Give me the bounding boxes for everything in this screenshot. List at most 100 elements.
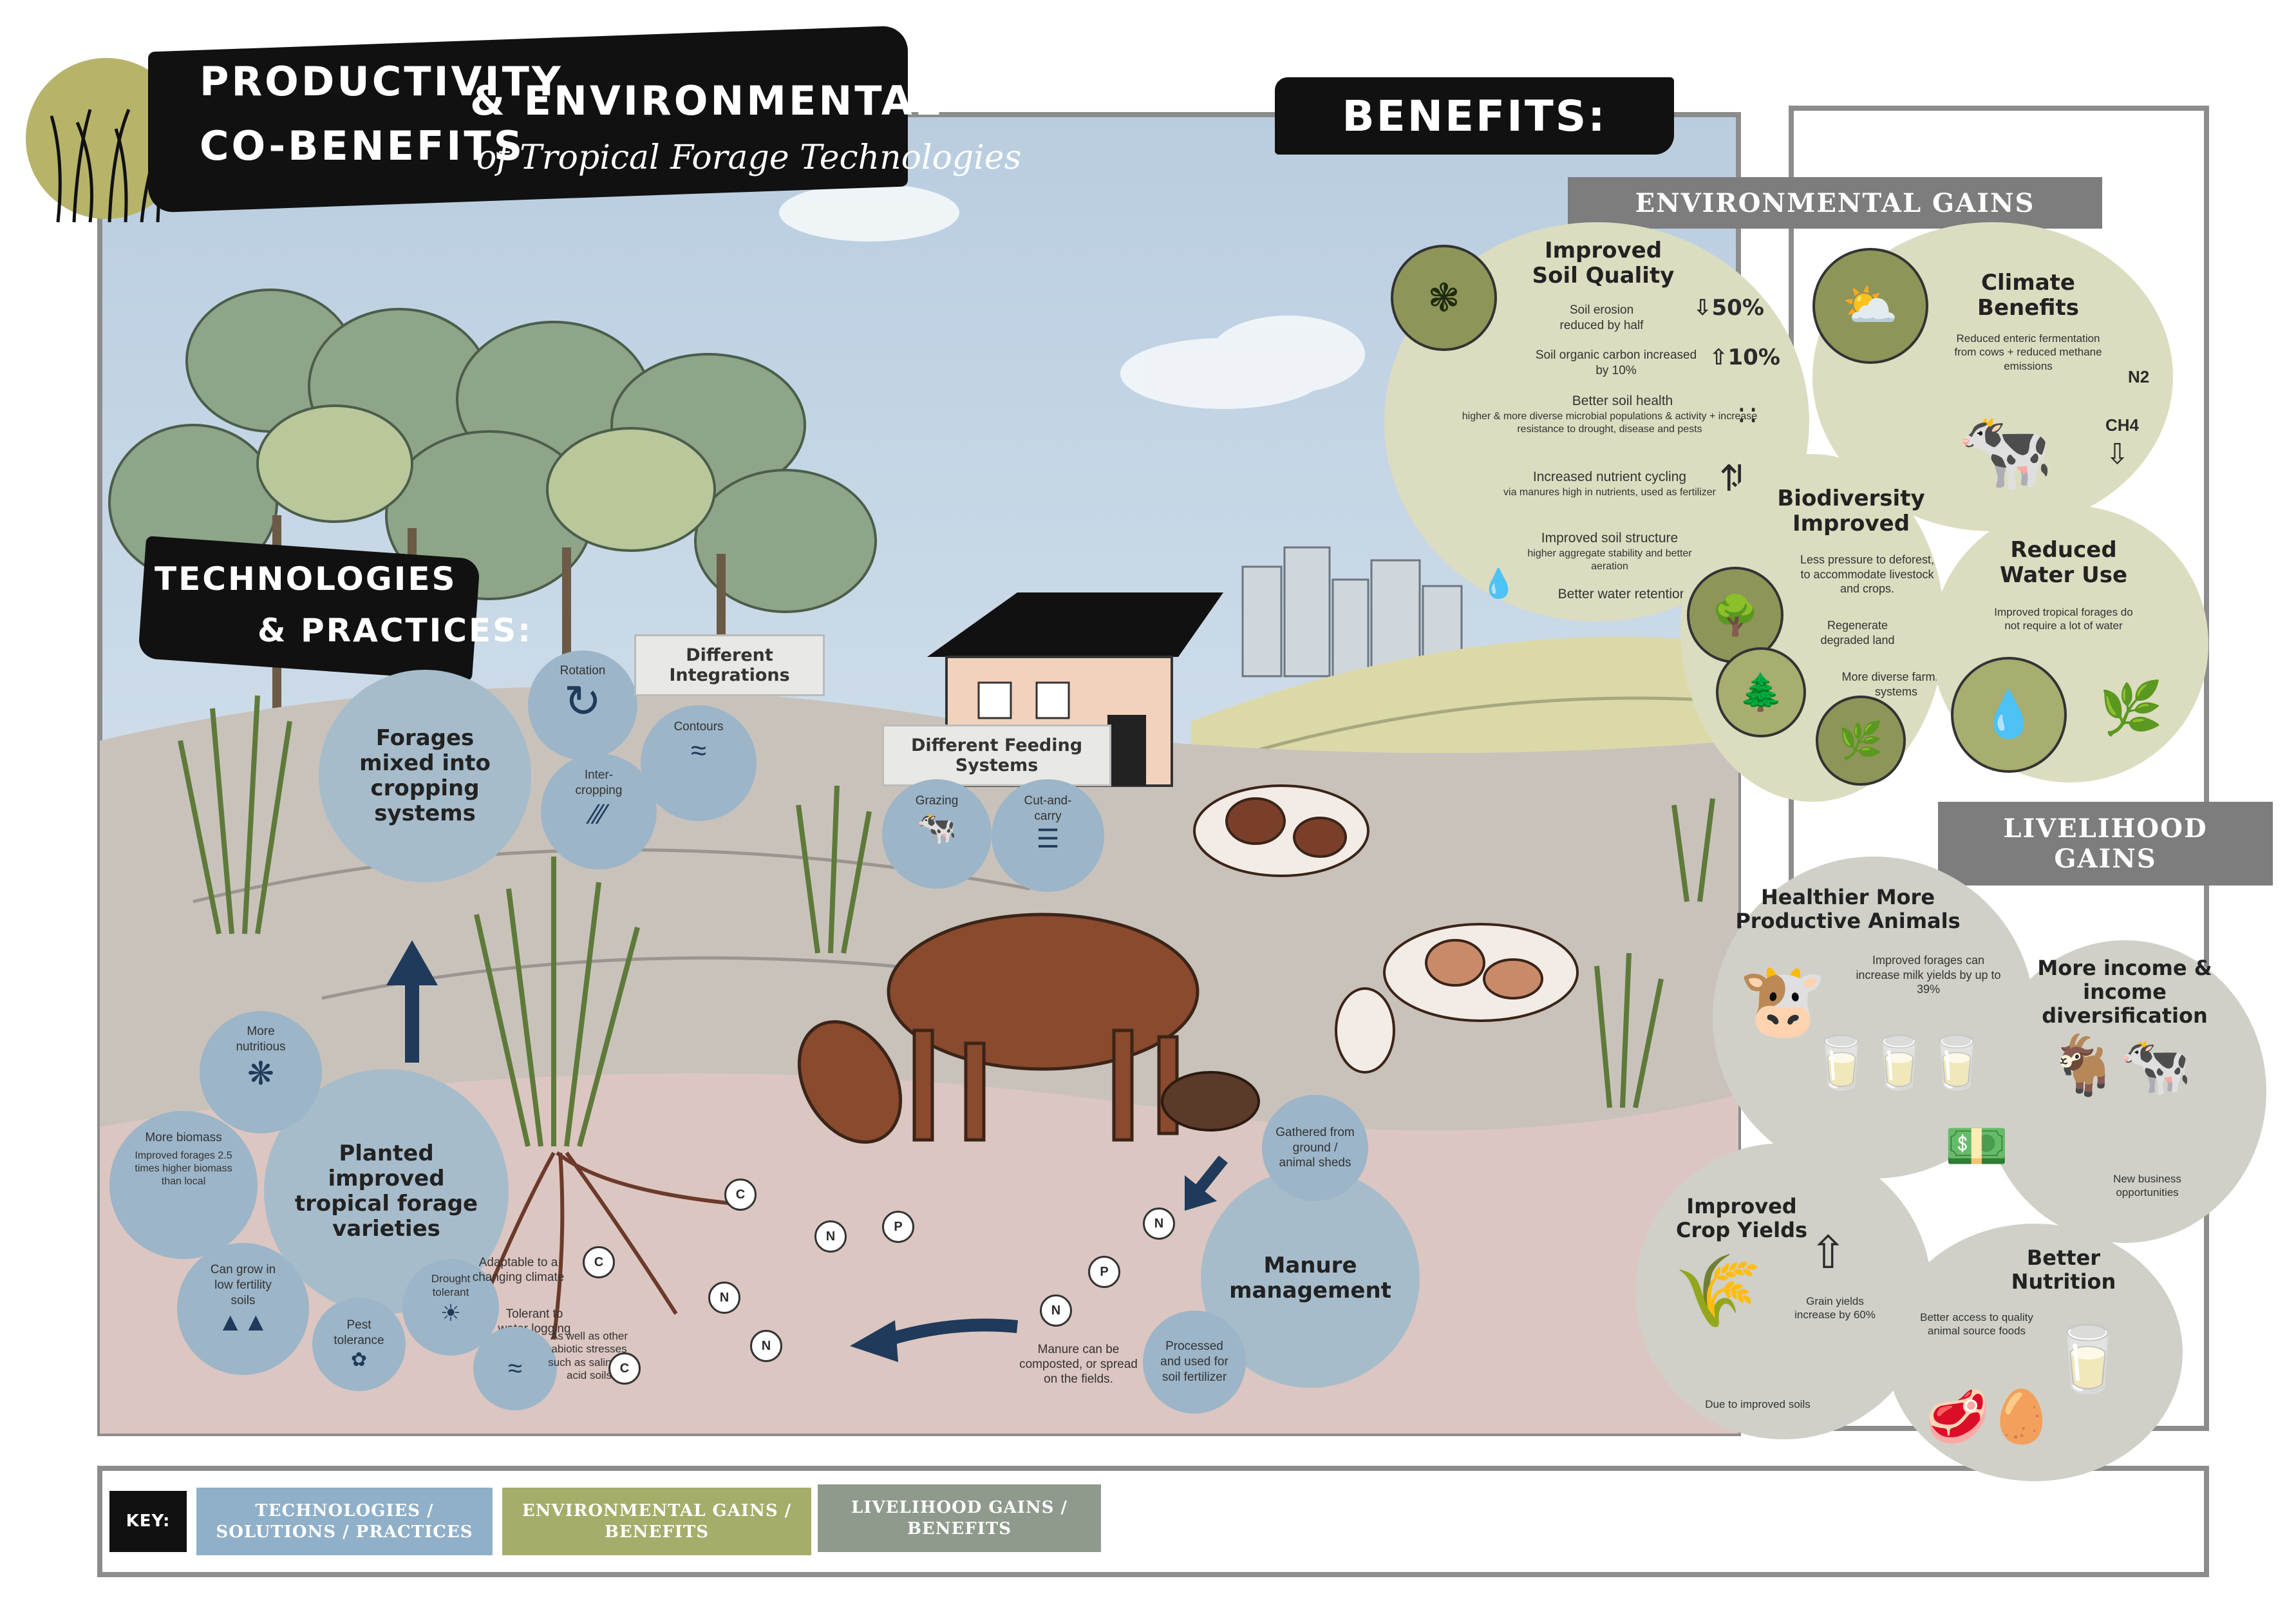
different-integrations-tag: Different Integrations: [634, 634, 825, 696]
nutrient-c: C: [724, 1179, 757, 1211]
forages-mixed-title: Forages mixed into cropping systems: [359, 725, 491, 827]
nutrient-n: N: [708, 1282, 740, 1314]
key-label: KEY:: [109, 1491, 187, 1552]
low-fertility-circle: Can grow in low fertility soils ▲▲: [177, 1243, 309, 1375]
abiotic-label: As well as other abiotic stresses such a…: [548, 1330, 630, 1382]
regenerate-land-icon: 🌲: [1716, 647, 1806, 737]
processed-circle: Processed and used for soil fertilizer: [1143, 1311, 1246, 1414]
soil-health-desc: higher & more diverse microbial populati…: [1462, 411, 1758, 435]
grass-sprout-icon: ▲▲: [217, 1308, 269, 1337]
productive-animals-desc: Improved forages can increase milk yield…: [1856, 954, 2001, 996]
key-tech: TECHNOLOGIES / SOLUTIONS / PRACTICES: [196, 1488, 493, 1555]
nutrient-cycling-desc: via manures high in nutrients, used as f…: [1503, 487, 1716, 498]
biodiversity-title: Biodiversity Improved: [1777, 486, 1925, 537]
wheat-icon: 🌾: [1674, 1251, 1762, 1331]
climate-desc: Reduced enteric fermentation from cows +…: [1954, 332, 2102, 372]
key-env: ENVIRONMENTAL GAINS / BENEFITS: [502, 1488, 811, 1555]
goats-cow-icon: 🐐🐄: [2047, 1034, 2192, 1098]
tech-banner-line1: TECHNOLOGIES: [155, 560, 457, 598]
n2-label: N2: [2128, 367, 2150, 386]
contours-icon: ≈: [690, 734, 707, 766]
nutrient-p: P: [882, 1211, 914, 1243]
soil-erosion-value: ⇩50%: [1693, 295, 1764, 321]
manure-title: Manure management: [1229, 1252, 1391, 1303]
income-desc: New business opportunities: [2113, 1173, 2181, 1199]
tech-banner: [138, 536, 480, 681]
title-amp: & ENVIRONMENTAL: [470, 77, 943, 124]
soil-roots-icon: ❃: [1391, 245, 1497, 351]
nutrient-n: N: [814, 1220, 847, 1253]
milk-jugs-icon: 🥛🥛🥛: [1809, 1034, 1989, 1091]
bug-icon: ✿: [350, 1349, 368, 1370]
water-wave-icon: ≈: [508, 1354, 522, 1383]
climate-title: Climate Benefits: [1977, 270, 2079, 321]
nutrition-desc: Better access to quality animal source f…: [1920, 1311, 2033, 1338]
nutrient-p: P: [1088, 1256, 1120, 1288]
waterlogging-circle: ≈: [473, 1327, 557, 1410]
livelihood-gains-header: LIVELIHOOD GAINS: [1938, 802, 2273, 886]
composted-label: Manure can be composted, or spread on th…: [1019, 1343, 1138, 1386]
nutrient-n: N: [750, 1330, 782, 1362]
soil-structure-desc: higher aggregate stability and better ae…: [1527, 548, 1692, 572]
money-stack-icon: 💵: [1944, 1117, 2009, 1175]
livelihood-gains-header-text: LIVELIHOOD GAINS: [2003, 813, 2208, 874]
intercropping-circle: Inter-cropping ∕∕∕: [541, 753, 657, 869]
nutrient-n: N: [1143, 1208, 1175, 1240]
title-line1: PRODUCTIVITY: [200, 58, 563, 105]
meat-eggs-icon: 🥩🥚: [1925, 1388, 2054, 1445]
soil-health-title: Better soil health: [1572, 393, 1673, 408]
nutrient-cycling-title: Increased nutrient cycling: [1532, 469, 1687, 484]
forages-mixed-circle: Forages mixed into cropping systems: [319, 670, 531, 882]
more-biomass-circle: More biomass Improved forages 2.5 times …: [109, 1111, 258, 1259]
soil-quality-title: Improved Soil Quality: [1532, 238, 1675, 289]
adaptable-label: Adaptable to a changing climate: [472, 1256, 565, 1284]
gathered-label: Gathered from ground / animal sheds: [1275, 1125, 1355, 1170]
planted-forage-title: Planted improved tropical forage varieti…: [294, 1140, 478, 1242]
productive-animals-circle: [1713, 857, 2035, 1179]
farming-systems-icon: 🌿: [1816, 696, 1906, 786]
nutritious-grass-icon: ❋: [247, 1055, 274, 1092]
tech-banner-line2: & PRACTICES:: [258, 612, 533, 649]
environmental-gains-header: ENVIRONMENTAL GAINS: [1568, 177, 2102, 229]
more-biomass-label: More biomass: [145, 1131, 222, 1144]
water-drop-icon: 💧: [1481, 568, 1516, 600]
nutrient-c: C: [608, 1352, 641, 1385]
crop-yields-title: Improved Crop Yields: [1675, 1194, 1808, 1242]
intercropping-icon: ∕∕∕: [591, 798, 607, 830]
nutrition-title: Better Nutrition: [2011, 1246, 2116, 1294]
climate-sun-cloud-icon: ⛅: [1812, 248, 1928, 364]
soil-structure-title: Improved soil structure: [1541, 531, 1679, 545]
grazing-circle: Grazing 🐄: [882, 779, 992, 889]
more-nutritious-label: More nutritious: [236, 1025, 286, 1054]
nutrition-circle: [1887, 1224, 2183, 1481]
contours-label: Contours: [673, 720, 724, 734]
soil-carbon-value: ⇧10%: [1709, 345, 1780, 370]
water-drops-icon: 💧: [1951, 657, 2067, 773]
biodiversity-p3: More diverse farming systems: [1841, 670, 1951, 698]
benefits-banner-text: BENEFITS:: [1342, 91, 1607, 141]
processed-label: Processed and used for soil fertilizer: [1160, 1340, 1228, 1384]
crop-yields-due: Due to improved soils: [1705, 1398, 1811, 1410]
water-use-title: Reduced Water Use: [1999, 537, 2128, 589]
water-retention-text: Better water retention: [1557, 587, 1688, 602]
gathered-circle: Gathered from ground / animal sheds: [1262, 1095, 1368, 1201]
nutrient-c: C: [583, 1246, 615, 1278]
income-title: More income & income diversification: [2037, 956, 2212, 1028]
drought-tolerant-label: Drought tolerant: [431, 1273, 471, 1299]
cow-icon: 🐄: [1957, 408, 2054, 494]
grazing-label: Grazing: [915, 794, 959, 808]
title-line3: of Tropical Forage Technologies: [476, 138, 1022, 177]
different-feeding-tag: Different Feeding Systems: [882, 725, 1111, 786]
microbes-icon: ∷: [1738, 400, 1756, 431]
hay-bundle-icon: ☰: [1036, 824, 1060, 853]
sun-icon: ☀: [440, 1299, 462, 1326]
cow-grazing-icon: 🐄: [916, 809, 957, 846]
ch4-label: CH4: [2105, 415, 2140, 435]
soil-erosion-text: Soil erosion reduced by half: [1559, 303, 1644, 332]
rotation-icon: ↻: [563, 676, 602, 726]
soil-carbon-text: Soil organic carbon increased by 10%: [1535, 348, 1697, 377]
intercropping-label: Inter-cropping: [575, 768, 623, 797]
productive-animals-title: Healthier More Productive Animals: [1735, 885, 1961, 933]
drought-tolerant-circle: Drought tolerant ☀: [402, 1259, 499, 1356]
rotation-circle: Rotation ↻: [528, 650, 637, 760]
